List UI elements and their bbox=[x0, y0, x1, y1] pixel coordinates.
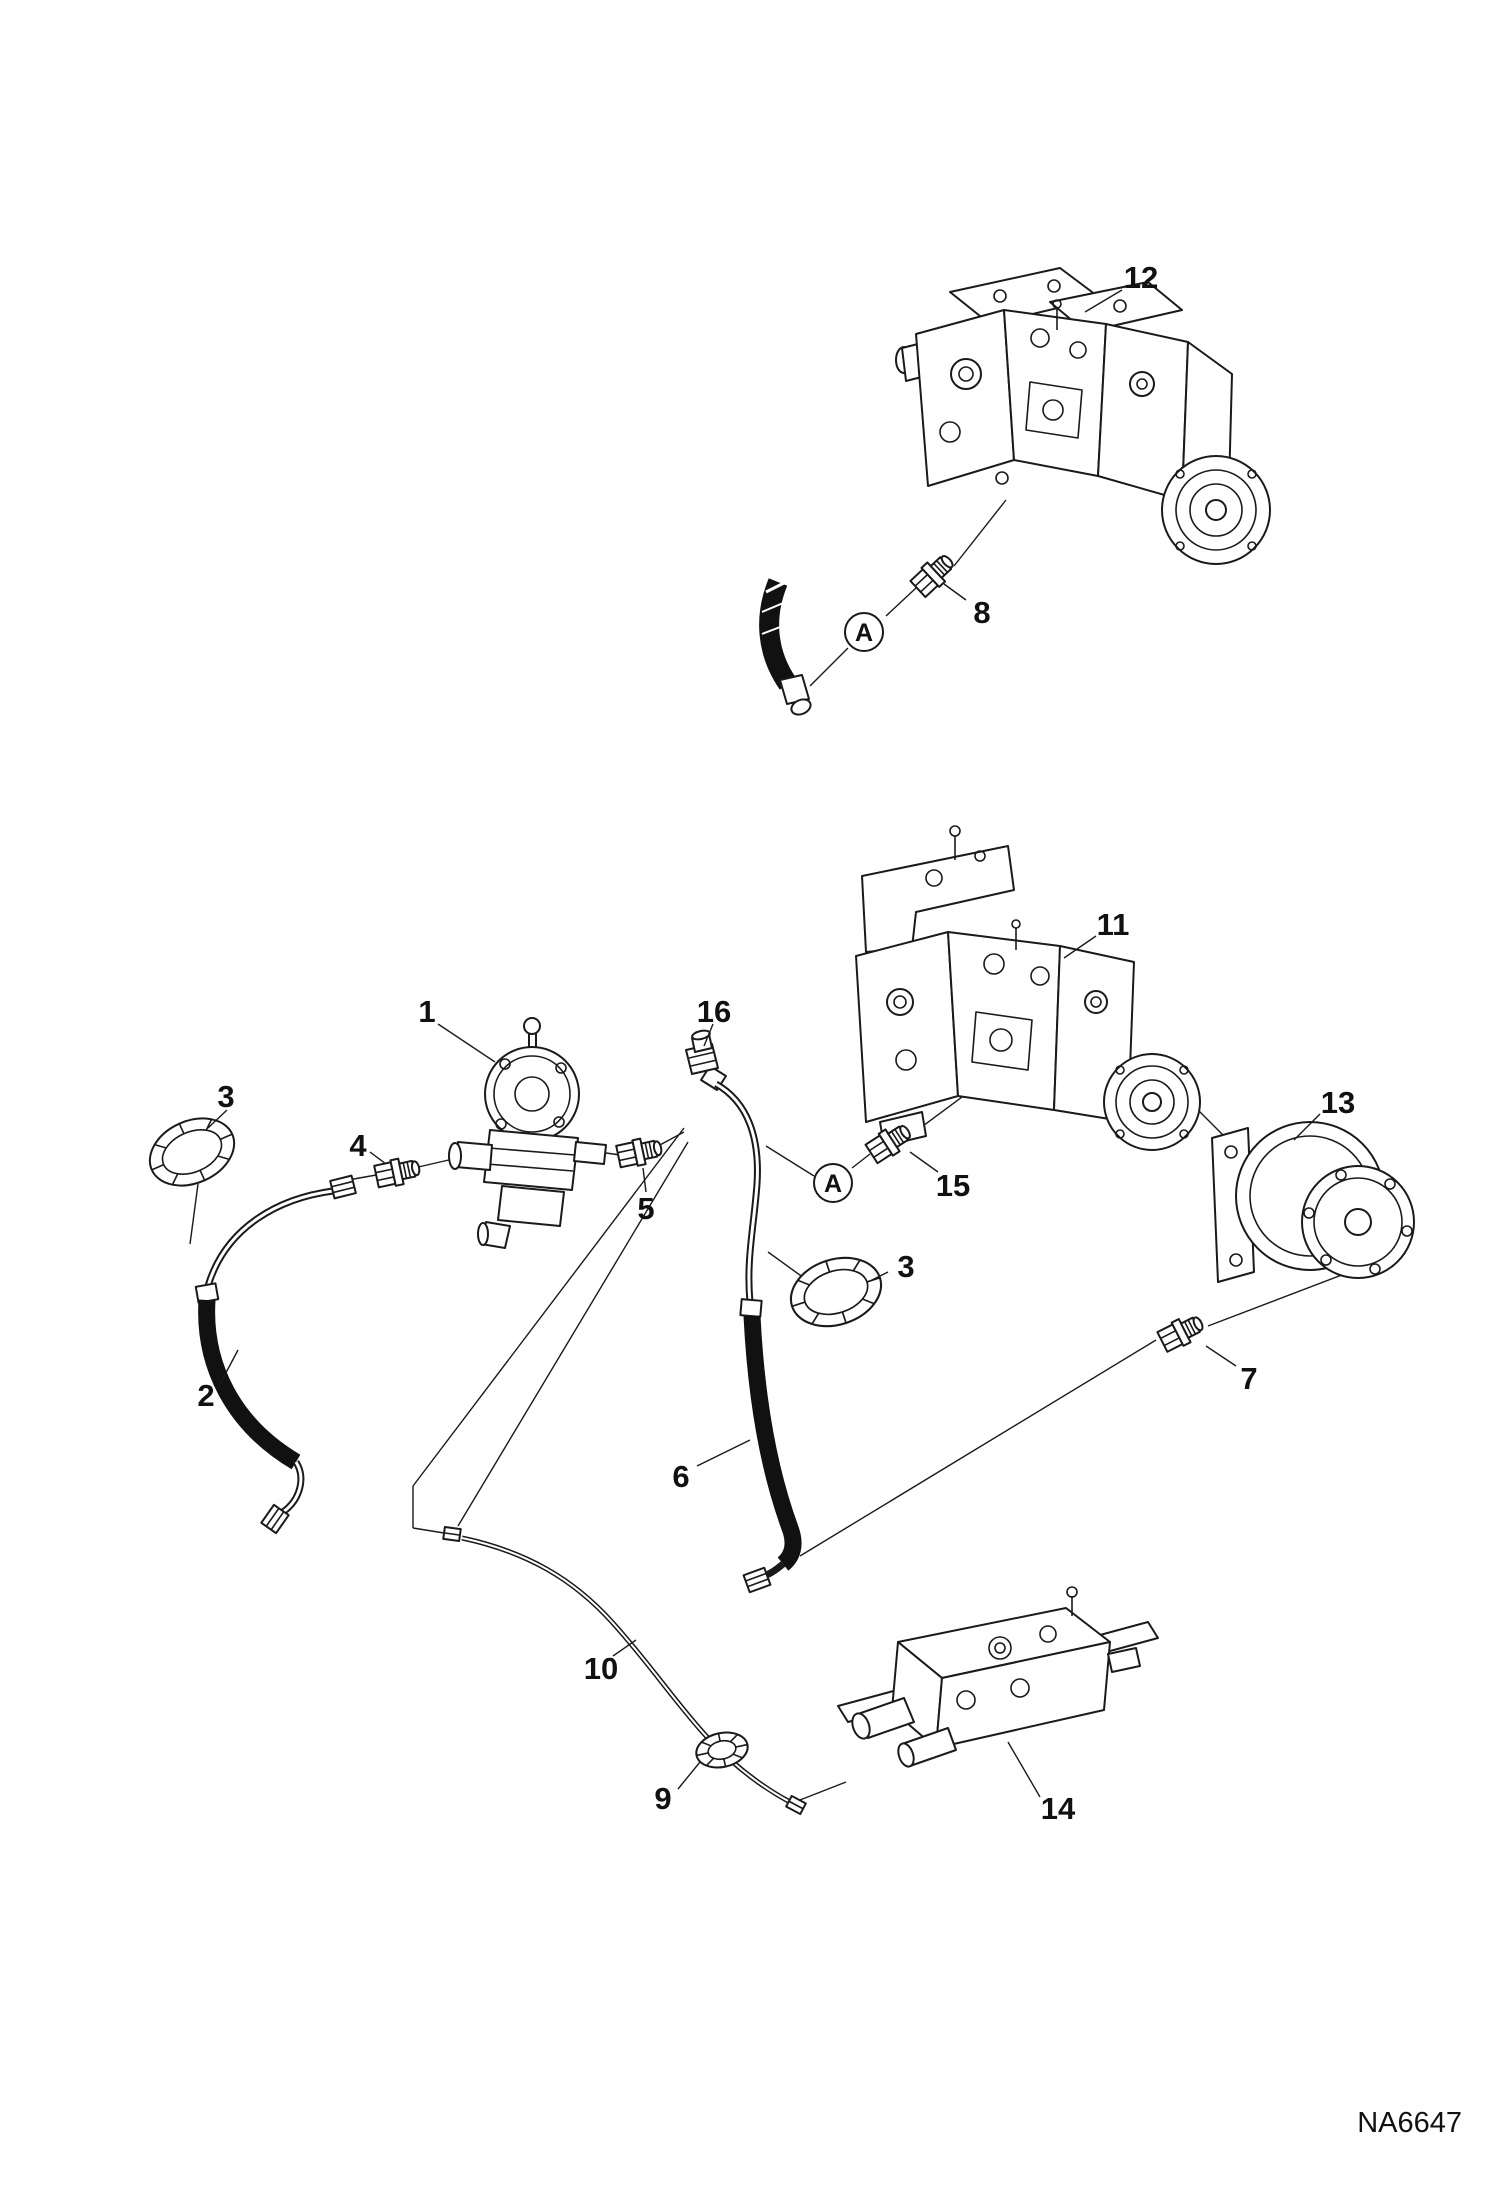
callout-10: 10 bbox=[584, 1651, 618, 1686]
ref-a-top-label: A bbox=[855, 619, 873, 647]
part-1-charge-pump bbox=[448, 1017, 607, 1249]
part-7-fitting bbox=[1155, 1309, 1209, 1355]
callout-11: 11 bbox=[1097, 907, 1130, 942]
part-12-tandem-hydrostatic-pump bbox=[895, 267, 1271, 565]
part-13-hydraulic-motor bbox=[1211, 1121, 1415, 1283]
callout-6: 6 bbox=[672, 1459, 689, 1494]
callout-1: 1 bbox=[418, 994, 435, 1029]
callout-12: 12 bbox=[1124, 260, 1158, 295]
callout-8: 8 bbox=[973, 595, 990, 630]
part-8-fitting bbox=[908, 548, 960, 600]
callout-13: 13 bbox=[1321, 1085, 1355, 1120]
hose-end-at-location-a bbox=[759, 578, 812, 716]
part-2-hose bbox=[194, 1174, 357, 1535]
leader-lines bbox=[207, 289, 1321, 1798]
part-6-hose bbox=[714, 1080, 802, 1594]
callout-3-left: 3 bbox=[217, 1079, 234, 1114]
callout-7: 7 bbox=[1240, 1361, 1257, 1396]
part-10-tube bbox=[442, 1525, 807, 1816]
callout-labels: 1 2 3 3 4 5 6 7 8 9 10 11 12 13 14 15 16 bbox=[197, 260, 1355, 1826]
part-14-hydraulic-control-valve bbox=[837, 1586, 1159, 1768]
part-16-elbow-fitting bbox=[685, 1029, 727, 1091]
callout-3-middle: 3 bbox=[897, 1249, 914, 1284]
callout-14: 14 bbox=[1041, 1791, 1076, 1826]
ref-marker-a-top: A bbox=[844, 612, 884, 652]
callout-15: 15 bbox=[936, 1168, 970, 1203]
callout-4: 4 bbox=[349, 1128, 367, 1163]
part-11-hydrostatic-pump bbox=[855, 825, 1201, 1151]
callout-16: 16 bbox=[697, 994, 731, 1029]
callout-9: 9 bbox=[654, 1781, 671, 1816]
ref-marker-a-middle: A bbox=[813, 1163, 853, 1203]
callout-2: 2 bbox=[197, 1378, 214, 1413]
callout-5: 5 bbox=[637, 1191, 654, 1226]
ref-a-middle-label: A bbox=[824, 1170, 842, 1198]
part-3-grommet-left bbox=[138, 1104, 246, 1200]
drawing-code: NA6647 bbox=[1357, 2107, 1462, 2139]
part-3-grommet-middle bbox=[780, 1245, 892, 1339]
part-9-grommet bbox=[695, 1731, 749, 1769]
